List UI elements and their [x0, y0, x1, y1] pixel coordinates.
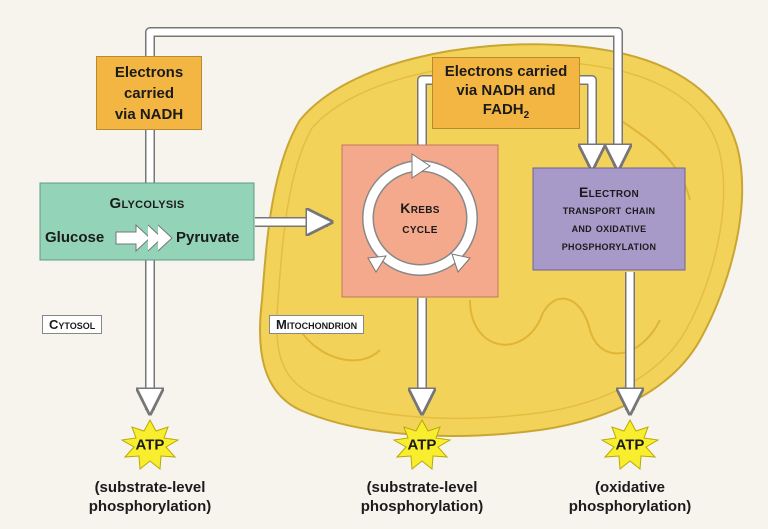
krebs-line2: cycle: [402, 220, 438, 236]
atp-caption-2-line2: phosphorylation): [360, 498, 484, 515]
krebs-line1: Krebs: [400, 200, 440, 216]
glycolysis-box: Glycolysis: [40, 183, 254, 260]
atp-caption-3-line1: (oxidative: [594, 479, 666, 496]
atp-label-3: ATP: [615, 436, 645, 454]
krebs-cycle-arrow-icon: [362, 153, 478, 276]
electrons-nadh-line3: via NADH: [114, 105, 184, 123]
pyruvate-label: Pyruvate: [176, 229, 240, 246]
cytosol-label: Cytosol: [42, 315, 103, 334]
etc-line1: Electron: [578, 184, 640, 200]
etc-box-bg: [532, 167, 686, 271]
electrons-nadh-line1: Electrons: [114, 63, 184, 81]
mitochondrion-label: Mitochondrion: [269, 315, 365, 334]
electrons-fadh-line3: FADH2: [483, 100, 529, 125]
glucose-pyruvate-arrows: [115, 223, 173, 253]
electrons-fadh-line2: via NADH and: [456, 81, 556, 99]
fadh-text: FADH: [482, 100, 524, 118]
electrons-fadh-line1: Electrons carried: [444, 62, 568, 80]
fadh-subscript: 2: [523, 109, 530, 121]
atp-caption-1-line2: phosphorylation): [88, 498, 212, 515]
etc-line2: transport chain: [562, 202, 656, 217]
glycolysis-title: Glycolysis: [109, 195, 185, 212]
etc-line3: and oxidative: [571, 220, 647, 235]
etc-box: Electron transport chain and oxidative p…: [533, 168, 685, 270]
atp-caption-3-line2: phosphorylation): [568, 498, 692, 515]
glycolysis-box-bg: [39, 182, 255, 261]
atp-label-1: ATP: [135, 436, 165, 454]
atp-caption-1-line1: (substrate-level: [94, 479, 206, 496]
electrons-nadh-box: Electrons carried via NADH: [96, 56, 202, 130]
atp-caption-2: (substrate-level phosphorylation): [361, 478, 484, 516]
electrons-nadh-fadh2-box: Electrons carried via NADH and FADH2: [432, 57, 580, 129]
electrons-nadh-line2: carried: [123, 84, 175, 102]
glucose-label: Glucose: [45, 229, 105, 246]
atp-label-2: ATP: [407, 436, 437, 454]
atp-bursts: [120, 418, 660, 470]
krebs-cycle-box: Krebs cycle: [380, 196, 460, 240]
atp-caption-2-line1: (substrate-level: [366, 479, 478, 496]
atp-caption-3: (oxidative phosphorylation): [569, 478, 692, 516]
atp-caption-1: (substrate-level phosphorylation): [89, 478, 212, 516]
atp-arrows: [150, 130, 630, 410]
etc-line4: phosphorylation: [561, 238, 657, 253]
